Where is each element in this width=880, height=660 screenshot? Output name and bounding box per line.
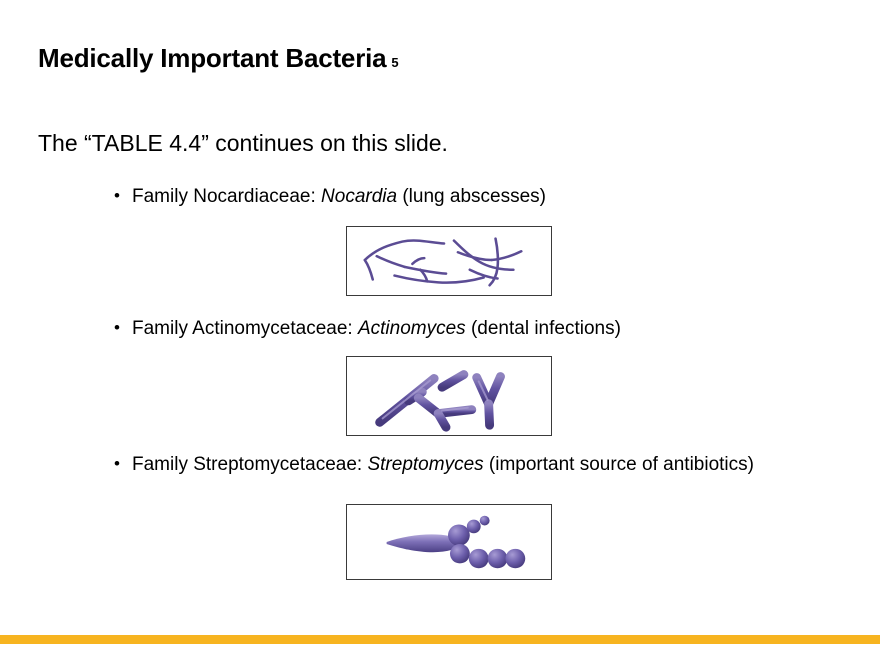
bullet-prefix: Family Actinomycetaceae: xyxy=(132,318,358,339)
page-title: Medically Important Bacteria 5 xyxy=(38,43,399,73)
figure-streptomyces-spore-chain xyxy=(346,504,552,580)
nocardia-illustration xyxy=(363,237,523,287)
figure-nocardia-filaments xyxy=(346,226,552,296)
bottom-accent-bar xyxy=(0,635,880,644)
bullet-text-streptomyces: Family Streptomycetaceae: Streptomyces (… xyxy=(132,452,754,478)
figure-actinomyces-branching-rods xyxy=(346,356,552,436)
bullet-suffix: (lung abscesses) xyxy=(397,186,546,207)
bullet-prefix: Family Streptomycetaceae: xyxy=(132,454,368,475)
genus-name: Actinomyces xyxy=(357,318,466,339)
actinomyces-illustration xyxy=(375,370,505,432)
slide-subtitle: The “TABLE 4.4” continues on this slide. xyxy=(38,130,448,156)
bullet-text-actinomyces: Family Actinomycetaceae: Actinomyces (de… xyxy=(132,316,621,342)
bullet-item-streptomyces: • Family Streptomycetaceae: Streptomyces… xyxy=(114,452,854,478)
streptomyces-illustration xyxy=(386,515,526,569)
spore-chain-lower xyxy=(449,543,526,569)
genus-name: Streptomyces xyxy=(367,454,484,475)
bullet-item-nocardia: • Family Nocardiaceae: Nocardia (lung ab… xyxy=(114,184,754,210)
bullet-item-actinomyces: • Family Actinomycetaceae: Actinomyces (… xyxy=(114,316,834,342)
bullet-prefix: Family Nocardiaceae: xyxy=(132,186,322,207)
bullet-suffix: (dental infections) xyxy=(465,318,621,339)
bullet-marker-icon: • xyxy=(114,318,120,337)
bullet-marker-icon: • xyxy=(114,454,120,473)
genus-name: Nocardia xyxy=(321,186,398,207)
bullet-text-nocardia: Family Nocardiaceae: Nocardia (lung absc… xyxy=(132,184,546,210)
page-title-text: Medically Important Bacteria xyxy=(38,43,387,73)
spore-chain-upper xyxy=(448,515,490,546)
hypha-shape xyxy=(386,534,460,553)
page-title-suffix: 5 xyxy=(391,55,399,70)
bullet-suffix: (important source of antibiotics) xyxy=(483,454,754,475)
bullet-marker-icon: • xyxy=(114,186,120,205)
